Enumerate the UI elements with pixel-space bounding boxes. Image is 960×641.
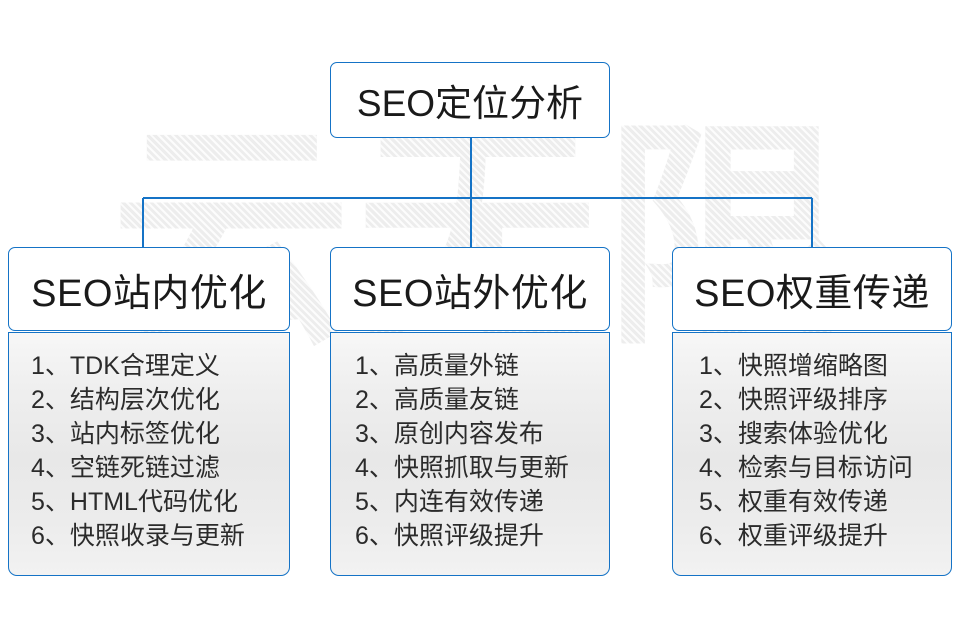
list-item: 2、快照评级排序 <box>699 386 888 414</box>
column-body-seo-weight: 1、快照增缩略图 2、快照评级排序 3、搜索体验优化 4、检索与目标访问 5、权… <box>672 332 952 576</box>
column-header-seo-offsite[interactable]: SEO站外优化 <box>330 247 610 331</box>
item-list-seo-weight: 1、快照增缩略图 2、快照评级排序 3、搜索体验优化 4、检索与目标访问 5、权… <box>673 349 951 553</box>
list-item: 6、快照收录与更新 <box>31 522 245 550</box>
item-list-seo-onsite: 1、TDK合理定义 2、结构层次优化 3、站内标签优化 4、空链死链过滤 5、H… <box>9 349 289 553</box>
list-item: 3、原创内容发布 <box>355 420 544 448</box>
list-item: 5、内连有效传递 <box>355 488 544 516</box>
list-item: 3、搜索体验优化 <box>699 420 888 448</box>
list-item: 2、结构层次优化 <box>31 386 220 414</box>
column-header-seo-weight[interactable]: SEO权重传递 <box>672 247 952 331</box>
root-node[interactable]: SEO定位分析 <box>330 62 610 138</box>
list-item: 2、高质量友链 <box>355 386 519 414</box>
list-item: 1、TDK合理定义 <box>31 352 220 380</box>
list-item: 1、快照增缩略图 <box>699 352 888 380</box>
list-item: 4、快照抓取与更新 <box>355 454 569 482</box>
list-item: 5、HTML代码优化 <box>31 488 238 516</box>
column-header-seo-onsite[interactable]: SEO站内优化 <box>8 247 290 331</box>
item-list-seo-offsite: 1、高质量外链 2、高质量友链 3、原创内容发布 4、快照抓取与更新 5、内连有… <box>331 349 609 553</box>
list-item: 4、空链死链过滤 <box>31 454 220 482</box>
list-item: 1、高质量外链 <box>355 352 519 380</box>
list-item: 3、站内标签优化 <box>31 420 220 448</box>
list-item: 5、权重有效传递 <box>699 488 888 516</box>
column-body-seo-onsite: 1、TDK合理定义 2、结构层次优化 3、站内标签优化 4、空链死链过滤 5、H… <box>8 332 290 576</box>
list-item: 4、检索与目标访问 <box>699 454 913 482</box>
list-item: 6、快照评级提升 <box>355 522 544 550</box>
list-item: 6、权重评级提升 <box>699 522 888 550</box>
column-body-seo-offsite: 1、高质量外链 2、高质量友链 3、原创内容发布 4、快照抓取与更新 5、内连有… <box>330 332 610 576</box>
